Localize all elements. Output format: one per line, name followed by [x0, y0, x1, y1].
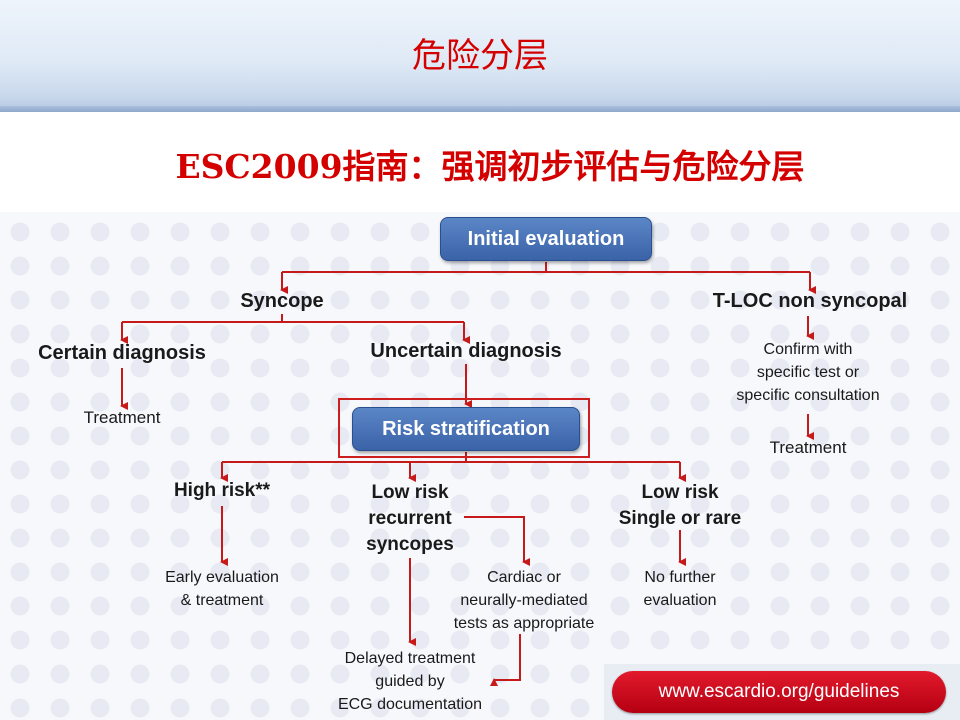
cardiac-tests-line: tests as appropriate [453, 615, 595, 632]
cardiac-tests-block: Cardiac or neurally-mediated tests as ap… [428, 566, 620, 635]
low-risk-recurrent-line: Low risk [371, 482, 449, 503]
risk-stratification-highlight [338, 398, 590, 458]
tloc-non-syncopal-label: T-LOC non syncopal [712, 290, 908, 312]
connector-syncope-split [122, 314, 464, 323]
arrow-cardiac-delayed [490, 634, 521, 686]
diagram-background [0, 212, 960, 720]
confirm-block: Confirm with specific test or specific c… [698, 338, 918, 407]
initial-evaluation-label: Initial evaluation [467, 228, 625, 250]
treatment-right-label: Treatment [769, 438, 847, 457]
early-evaluation-line: Early evaluation [165, 569, 279, 586]
no-further-line: evaluation [643, 592, 717, 609]
arrow-recurrent-cardiac [464, 516, 530, 566]
risk-stratification-label: Risk stratification [382, 418, 550, 440]
treatment-left-label: Treatment [83, 408, 161, 427]
slide-subtitle: ESC2009指南：强调初步评估与危险分层 [175, 147, 805, 186]
cardiac-tests-line: neurally-mediated [460, 592, 588, 609]
delayed-treatment-line: guided by [375, 673, 445, 690]
slide-title: 危险分层 [412, 36, 548, 76]
low-risk-recurrent-line: syncopes [366, 534, 454, 555]
confirm-line: specific test or [756, 364, 860, 381]
delayed-treatment-block: Delayed treatment guided by ECG document… [318, 647, 502, 716]
low-risk-single-line: Low risk [641, 482, 719, 503]
low-risk-single-block: Low risk Single or rare [596, 480, 764, 532]
early-evaluation-line: & treatment [180, 592, 264, 609]
delayed-treatment-line: ECG documentation [337, 696, 483, 713]
no-further-evaluation-block: No further evaluation [616, 566, 744, 612]
initial-evaluation-box: Initial evaluation [440, 217, 652, 261]
confirm-line: Confirm with [763, 341, 853, 358]
confirm-line: specific consultation [736, 387, 880, 404]
uncertain-diagnosis-label: Uncertain diagnosis [370, 340, 562, 362]
no-further-line: No further [644, 569, 716, 586]
connector-initial-split [282, 262, 810, 273]
high-risk-label: High risk** [173, 480, 271, 501]
guidelines-url-link[interactable]: www.escardio.org/guidelines [612, 671, 946, 713]
low-risk-single-line: Single or rare [618, 508, 742, 529]
risk-stratification-box: Risk stratification [352, 407, 580, 451]
certain-diagnosis-label: Certain diagnosis [38, 342, 206, 364]
low-risk-recurrent-block: Low risk recurrent syncopes [340, 480, 480, 558]
cardiac-tests-line: Cardiac or [487, 569, 561, 586]
early-evaluation-block: Early evaluation & treatment [142, 566, 302, 612]
syncope-label: Syncope [240, 290, 324, 312]
low-risk-recurrent-line: recurrent [368, 508, 452, 529]
delayed-treatment-line: Delayed treatment [344, 650, 476, 667]
header-band [0, 0, 960, 112]
